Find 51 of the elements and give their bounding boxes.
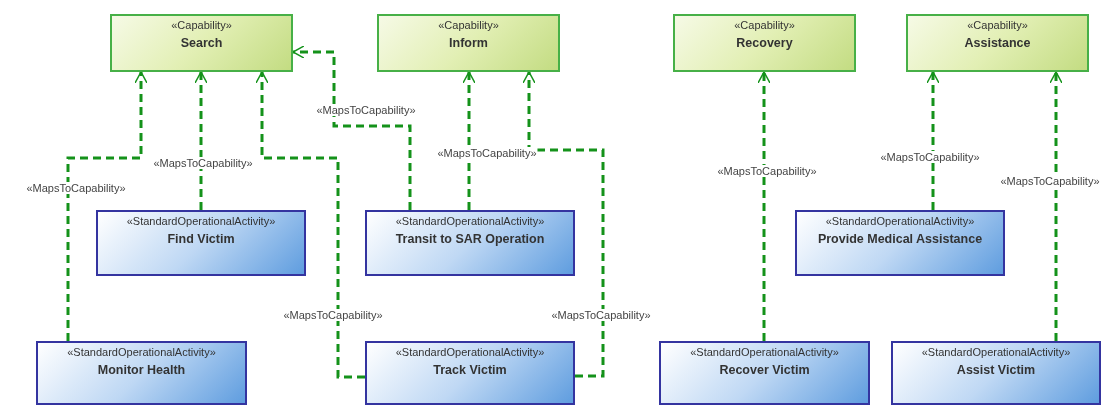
node-name: Inform	[449, 36, 488, 50]
stereotype-label: «StandardOperationalActivity»	[67, 346, 216, 358]
stereotype-label: «StandardOperationalActivity»	[395, 346, 545, 358]
node-name: Transit to SAR Operation	[395, 232, 545, 246]
activity-box	[365, 341, 575, 405]
edge-label: «MapsToCapability»	[550, 309, 652, 321]
stereotype-label: «Capability»	[967, 19, 1028, 31]
activity-box	[96, 210, 306, 276]
node-name: Provide Medical Assistance	[817, 232, 983, 246]
capability-box	[110, 14, 293, 72]
capability-box	[377, 14, 560, 72]
node-name: Recover Victim	[719, 363, 810, 377]
activity-box	[36, 341, 247, 405]
edge-label: «MapsToCapability»	[716, 165, 818, 177]
node-name: Track Victim	[433, 363, 507, 377]
node-name: Monitor Health	[97, 363, 186, 377]
capability-box	[673, 14, 856, 72]
dependency-arrow	[522, 71, 605, 378]
edge-label: «MapsToCapability»	[999, 175, 1101, 187]
dependency-arrow	[255, 71, 365, 379]
node-name: Assist Victim	[956, 363, 1036, 377]
edge-label: «MapsToCapability»	[879, 151, 981, 163]
dependency-arrow	[292, 45, 412, 210]
dependency-arrow	[926, 71, 940, 210]
dependency-arrow	[462, 71, 476, 210]
activity-box	[365, 210, 575, 276]
activity-box	[891, 341, 1101, 405]
stereotype-label: «Capability»	[438, 19, 499, 31]
stereotype-label: «StandardOperationalActivity»	[921, 346, 1071, 358]
activity-box	[795, 210, 1005, 276]
edge-label: «MapsToCapability»	[282, 309, 384, 321]
edge-label: «MapsToCapability»	[315, 104, 417, 116]
activity-box	[659, 341, 870, 405]
edge-label: «MapsToCapability»	[436, 147, 538, 159]
dependency-arrow	[757, 71, 771, 341]
edge-label: «MapsToCapability»	[25, 182, 127, 194]
node-name: Recovery	[736, 36, 793, 50]
stereotype-label: «StandardOperationalActivity»	[690, 346, 839, 358]
dependency-arrow	[1049, 71, 1063, 341]
stereotype-label: «StandardOperationalActivity»	[126, 215, 276, 227]
stereotype-label: «Capability»	[171, 19, 232, 31]
stereotype-label: «StandardOperationalActivity»	[825, 215, 975, 227]
node-name: Find Victim	[167, 232, 235, 246]
node-name: Search	[180, 36, 223, 50]
node-name: Assistance	[964, 36, 1031, 50]
edge-label: «MapsToCapability»	[152, 157, 254, 169]
stereotype-label: «Capability»	[734, 19, 795, 31]
dependency-arrow	[66, 71, 148, 341]
dependency-arrow	[194, 71, 208, 210]
capability-box	[906, 14, 1089, 72]
stereotype-label: «StandardOperationalActivity»	[395, 215, 545, 227]
